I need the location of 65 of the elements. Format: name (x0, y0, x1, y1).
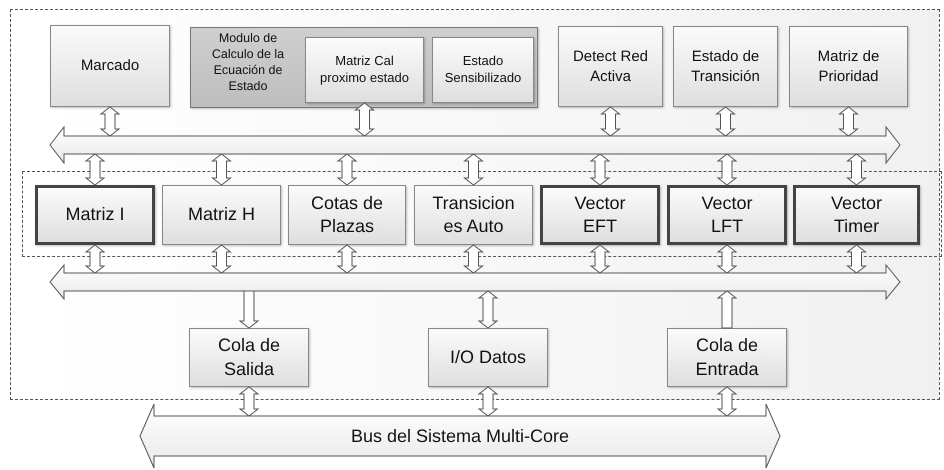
box-label: Cola de Entrada (694, 334, 760, 380)
block-arrow (211, 244, 232, 274)
box-label: Matriz I (65, 203, 124, 226)
block-arrow (211, 153, 232, 186)
process-box (432, 37, 534, 103)
box-label: Cola de Salida (216, 334, 282, 380)
box-label: Matriz H (188, 203, 255, 226)
block-arrow (84, 153, 106, 186)
process-box (162, 185, 281, 245)
bus-label: Bus del Sistema Multi-Core (350, 426, 570, 446)
block-arrow (716, 153, 738, 186)
box-label: Marcado (80, 56, 140, 76)
process-box (428, 328, 548, 387)
block-arrow (238, 386, 260, 417)
box-label: Detect Red Activa (572, 47, 650, 86)
process-box (789, 26, 908, 107)
block-arrow (846, 153, 867, 186)
process-box (667, 328, 787, 387)
block-arrow (478, 290, 498, 329)
box-label: Cotas de Plazas (310, 192, 384, 238)
block-arrow (84, 244, 106, 274)
block-arrow (354, 102, 375, 137)
process-box (189, 328, 309, 387)
process-box (50, 25, 170, 107)
block-arrow (336, 153, 358, 186)
dashed-region (10, 9, 940, 400)
process-box (414, 185, 533, 245)
block-arrow (600, 106, 621, 137)
box-label: Estado Sensibilizado (444, 53, 522, 87)
process-box (558, 26, 663, 107)
dashed-region (22, 171, 942, 257)
process-box (673, 26, 778, 107)
block-arrow (846, 244, 867, 274)
block-arrow (238, 290, 260, 329)
block-arrow (716, 386, 738, 417)
bus-arrow (50, 127, 900, 163)
bus-arrow (50, 265, 900, 299)
module-title: Modulo de Calculo de la Ecuación de Estado (210, 30, 286, 94)
block-arrow (838, 106, 859, 137)
block-arrow (716, 290, 738, 328)
box-label: Vector EFT (573, 192, 627, 238)
box-label: Matriz Cal proximo estado (319, 53, 410, 87)
process-box (793, 185, 920, 245)
box-label: Matriz de Prioridad (816, 47, 880, 86)
process-box (305, 37, 424, 103)
block-arrow (463, 244, 484, 274)
block-arrow (590, 153, 610, 186)
box-label: Estado de Transición (690, 47, 761, 86)
process-box (540, 185, 660, 245)
block-arrow (715, 106, 736, 137)
block-arrow (336, 244, 358, 274)
box-label: I/O Datos (450, 346, 526, 369)
box-label: Transicion es Auto (431, 192, 516, 238)
block-arrow (478, 386, 498, 417)
box-label: Vector Timer (830, 192, 884, 238)
process-box (288, 185, 406, 245)
box-label: Vector LFT (700, 192, 754, 238)
block-arrow (590, 244, 610, 274)
block-arrow (100, 106, 120, 137)
block-arrow (463, 153, 484, 186)
process-box (667, 185, 787, 245)
block-arrow (716, 244, 738, 274)
system-bus (140, 404, 780, 468)
process-box (35, 185, 155, 245)
module-panel (190, 27, 538, 108)
